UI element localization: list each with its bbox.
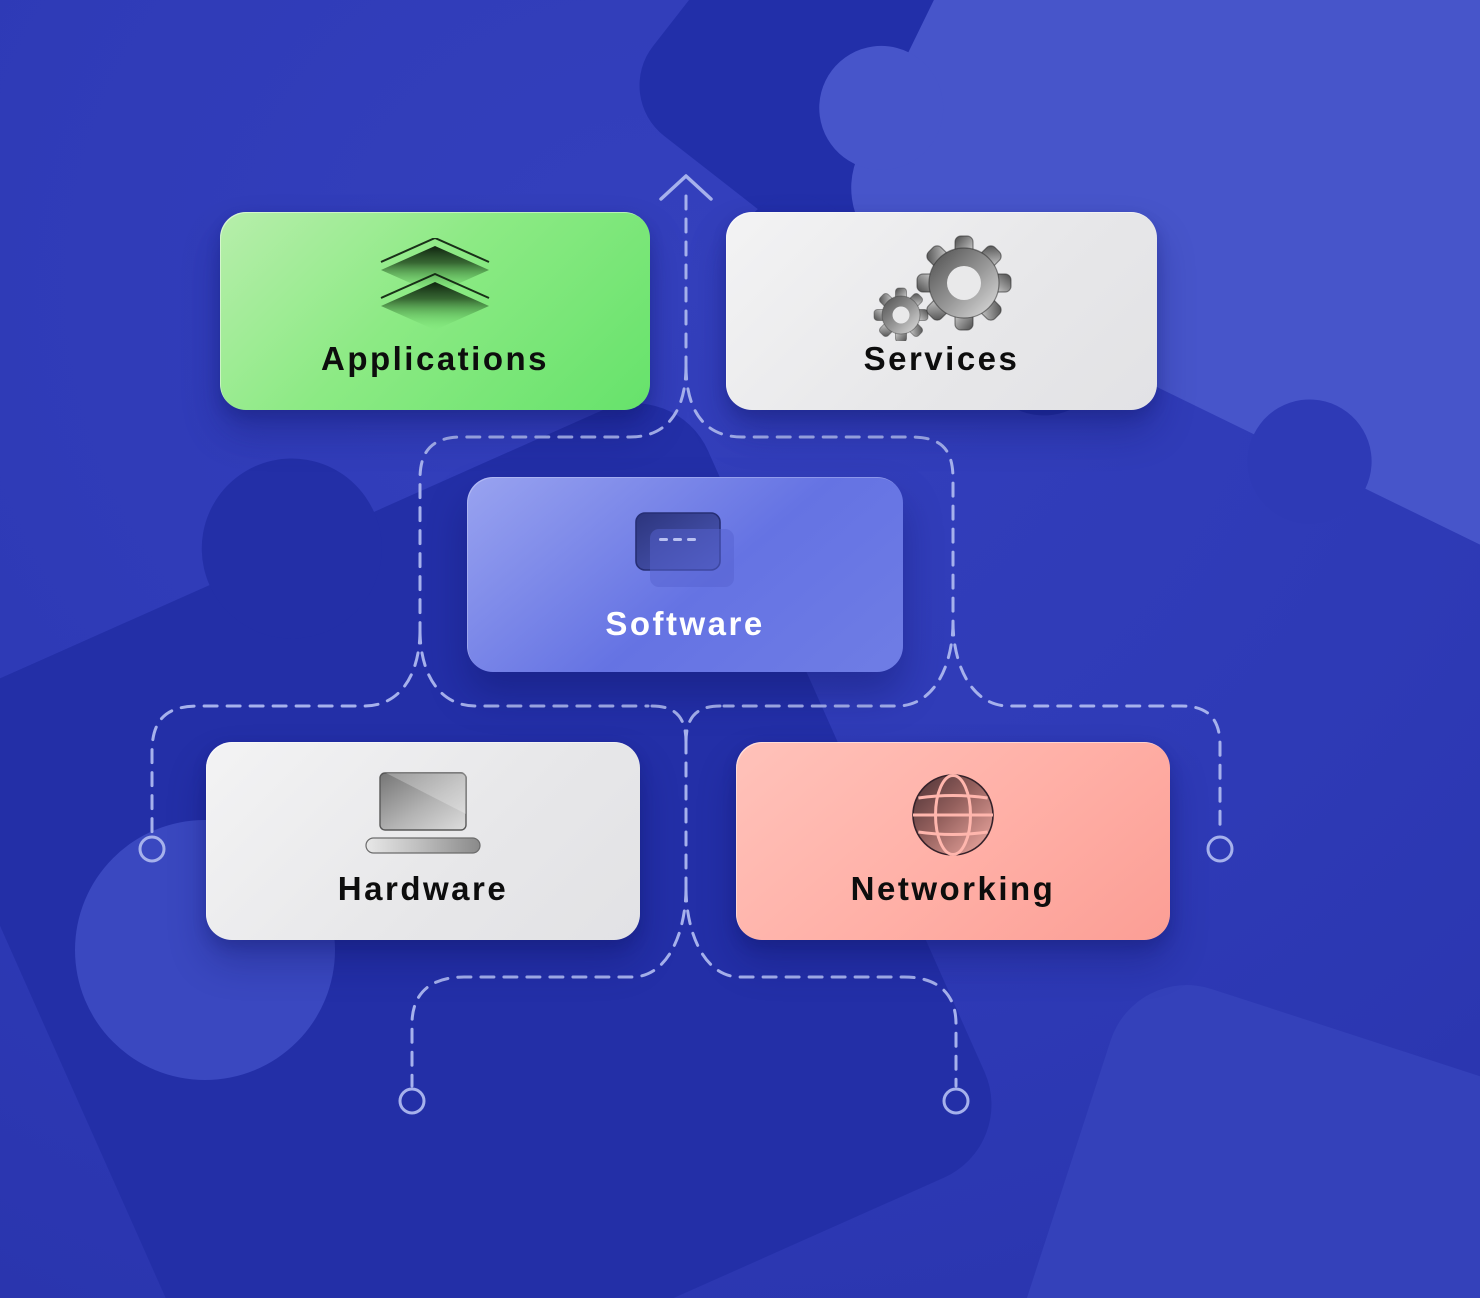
node-hardware: Hardware (206, 742, 640, 940)
node-label: Applications (320, 340, 550, 377)
node-label: Networking (850, 870, 1056, 907)
node-services: Services (726, 212, 1157, 410)
endpoint-circle (942, 1087, 970, 1115)
endpoint-circle (1206, 835, 1234, 863)
endpoint-circle (138, 835, 166, 863)
up-arrow-icon (659, 174, 713, 201)
node-label: Services (863, 340, 1020, 377)
app-window-icon (635, 503, 735, 597)
gears-icon (867, 235, 1017, 341)
node-applications: Applications (220, 212, 650, 410)
endpoint-circle (398, 1087, 426, 1115)
globe-icon (905, 768, 1001, 862)
node-software: Software (467, 477, 903, 672)
layers-icon (375, 238, 495, 332)
laptop-icon (363, 768, 483, 862)
node-networking: Networking (736, 742, 1170, 940)
node-label: Hardware (337, 870, 509, 907)
node-label: Software (605, 605, 765, 642)
